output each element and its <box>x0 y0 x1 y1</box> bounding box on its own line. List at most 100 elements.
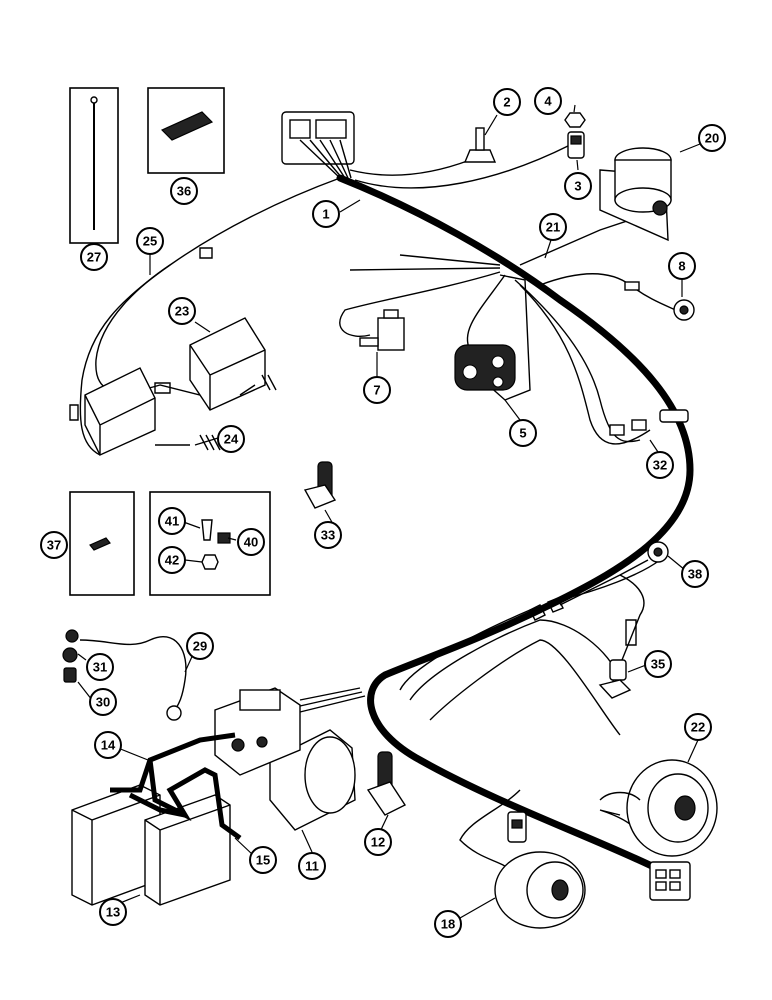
inset-37 <box>69 491 135 596</box>
callout-15: 15 <box>249 846 277 874</box>
svg-text:25: 25 <box>143 234 157 249</box>
starter-motor-11 <box>214 687 366 831</box>
wire-to-sensor-32b <box>519 284 651 445</box>
sender-35 <box>598 619 637 699</box>
callout-12: 12 <box>364 828 392 856</box>
callout-35: 35 <box>644 650 672 678</box>
regulator-23 <box>189 317 266 411</box>
main-connector <box>281 111 355 179</box>
nut-4 <box>564 112 586 128</box>
svg-text:33: 33 <box>321 528 335 543</box>
svg-text:24: 24 <box>224 432 239 447</box>
svg-text:13: 13 <box>106 905 120 920</box>
svg-text:15: 15 <box>256 853 270 868</box>
callout-5: 5 <box>509 419 537 447</box>
svg-text:31: 31 <box>93 660 107 675</box>
fuse-holder-33 <box>303 461 337 509</box>
callout-32: 32 <box>646 451 674 479</box>
callout-40: 40 <box>237 528 265 556</box>
svg-text:18: 18 <box>441 917 455 932</box>
sender-2 <box>463 127 497 163</box>
svg-text:35: 35 <box>651 657 665 672</box>
wire-to-relay-7 <box>339 271 501 337</box>
ground-ring-29 <box>166 705 182 721</box>
callout-14: 14 <box>94 731 122 759</box>
callout-25: 25 <box>136 227 164 255</box>
callout-33: 33 <box>314 521 342 549</box>
callout-36: 36 <box>170 177 198 205</box>
callout-1: 1 <box>312 200 340 228</box>
battery-cable-15b <box>128 792 186 818</box>
battery-13 <box>71 784 231 906</box>
ground-wire-24 <box>155 434 221 451</box>
horn-20 <box>599 147 672 242</box>
alternator-18 <box>494 851 586 929</box>
svg-text:40: 40 <box>244 535 258 550</box>
svg-text:30: 30 <box>96 695 110 710</box>
svg-text:32: 32 <box>653 458 667 473</box>
callout-21: 21 <box>539 213 567 241</box>
svg-text:3: 3 <box>574 179 581 194</box>
callout-4: 4 <box>534 87 562 115</box>
callout-29: 29 <box>186 632 214 660</box>
svg-text:21: 21 <box>546 220 560 235</box>
wire-to-alternator-18 <box>459 789 521 871</box>
svg-text:2: 2 <box>503 95 510 110</box>
callout-23: 23 <box>168 297 196 325</box>
wire-connector-25 <box>69 247 213 421</box>
svg-text:7: 7 <box>373 383 380 398</box>
wire-to-solenoid-5 <box>466 274 506 351</box>
regulator-24 <box>84 367 156 456</box>
lower-branch-c <box>429 639 621 736</box>
svg-text:4: 4 <box>544 94 552 109</box>
solenoid-5 <box>454 344 516 391</box>
wire-connector-lower <box>529 597 564 621</box>
wire-to-sensor-2 <box>349 149 481 176</box>
pulley-22 <box>599 759 718 857</box>
callout-42: 42 <box>158 546 186 574</box>
svg-text:5: 5 <box>519 426 526 441</box>
callout-7: 7 <box>363 376 391 404</box>
ground-wire-mid <box>349 267 501 271</box>
wire-to-sensor-8 <box>539 273 681 313</box>
sensor-32 <box>609 409 689 436</box>
callout-13: 13 <box>99 898 127 926</box>
battery-cable-15 <box>147 759 242 841</box>
callout-11: 11 <box>298 852 326 880</box>
callout-27: 27 <box>80 243 108 271</box>
svg-text:22: 22 <box>691 720 705 735</box>
callout-22: 22 <box>684 713 712 741</box>
lower-branch-b <box>409 619 621 701</box>
wire-to-sensor-38 <box>559 559 649 606</box>
wire-to-sender-35 <box>609 574 645 689</box>
svg-text:14: 14 <box>101 738 116 753</box>
svg-text:12: 12 <box>371 835 385 850</box>
svg-text:27: 27 <box>87 250 101 265</box>
svg-text:38: 38 <box>688 567 702 582</box>
callout-24: 24 <box>217 425 245 453</box>
inset-36 <box>147 87 225 174</box>
ground-wire-top <box>399 254 501 266</box>
fuse-holder-12 <box>366 751 407 816</box>
callout-2: 2 <box>493 88 521 116</box>
inset-27 <box>69 87 119 244</box>
callout-8: 8 <box>668 252 696 280</box>
callout-41: 41 <box>158 507 186 535</box>
wire-to-sensor-32a <box>514 279 641 443</box>
svg-text:42: 42 <box>165 553 179 568</box>
callout-31: 31 <box>86 653 114 681</box>
wire-25 <box>79 177 341 456</box>
ground-wire-23 <box>239 374 277 396</box>
callout-18: 18 <box>434 910 462 938</box>
svg-text:8: 8 <box>678 259 685 274</box>
relay-7 <box>359 309 405 351</box>
svg-text:11: 11 <box>305 859 319 874</box>
bolt-30 <box>63 667 77 683</box>
wire-to-switch-3 <box>354 144 571 189</box>
svg-text:37: 37 <box>47 538 61 553</box>
connector-lower-right <box>649 861 691 901</box>
main-harness <box>336 174 694 874</box>
callout-30: 30 <box>89 688 117 716</box>
svg-text:23: 23 <box>175 304 189 319</box>
